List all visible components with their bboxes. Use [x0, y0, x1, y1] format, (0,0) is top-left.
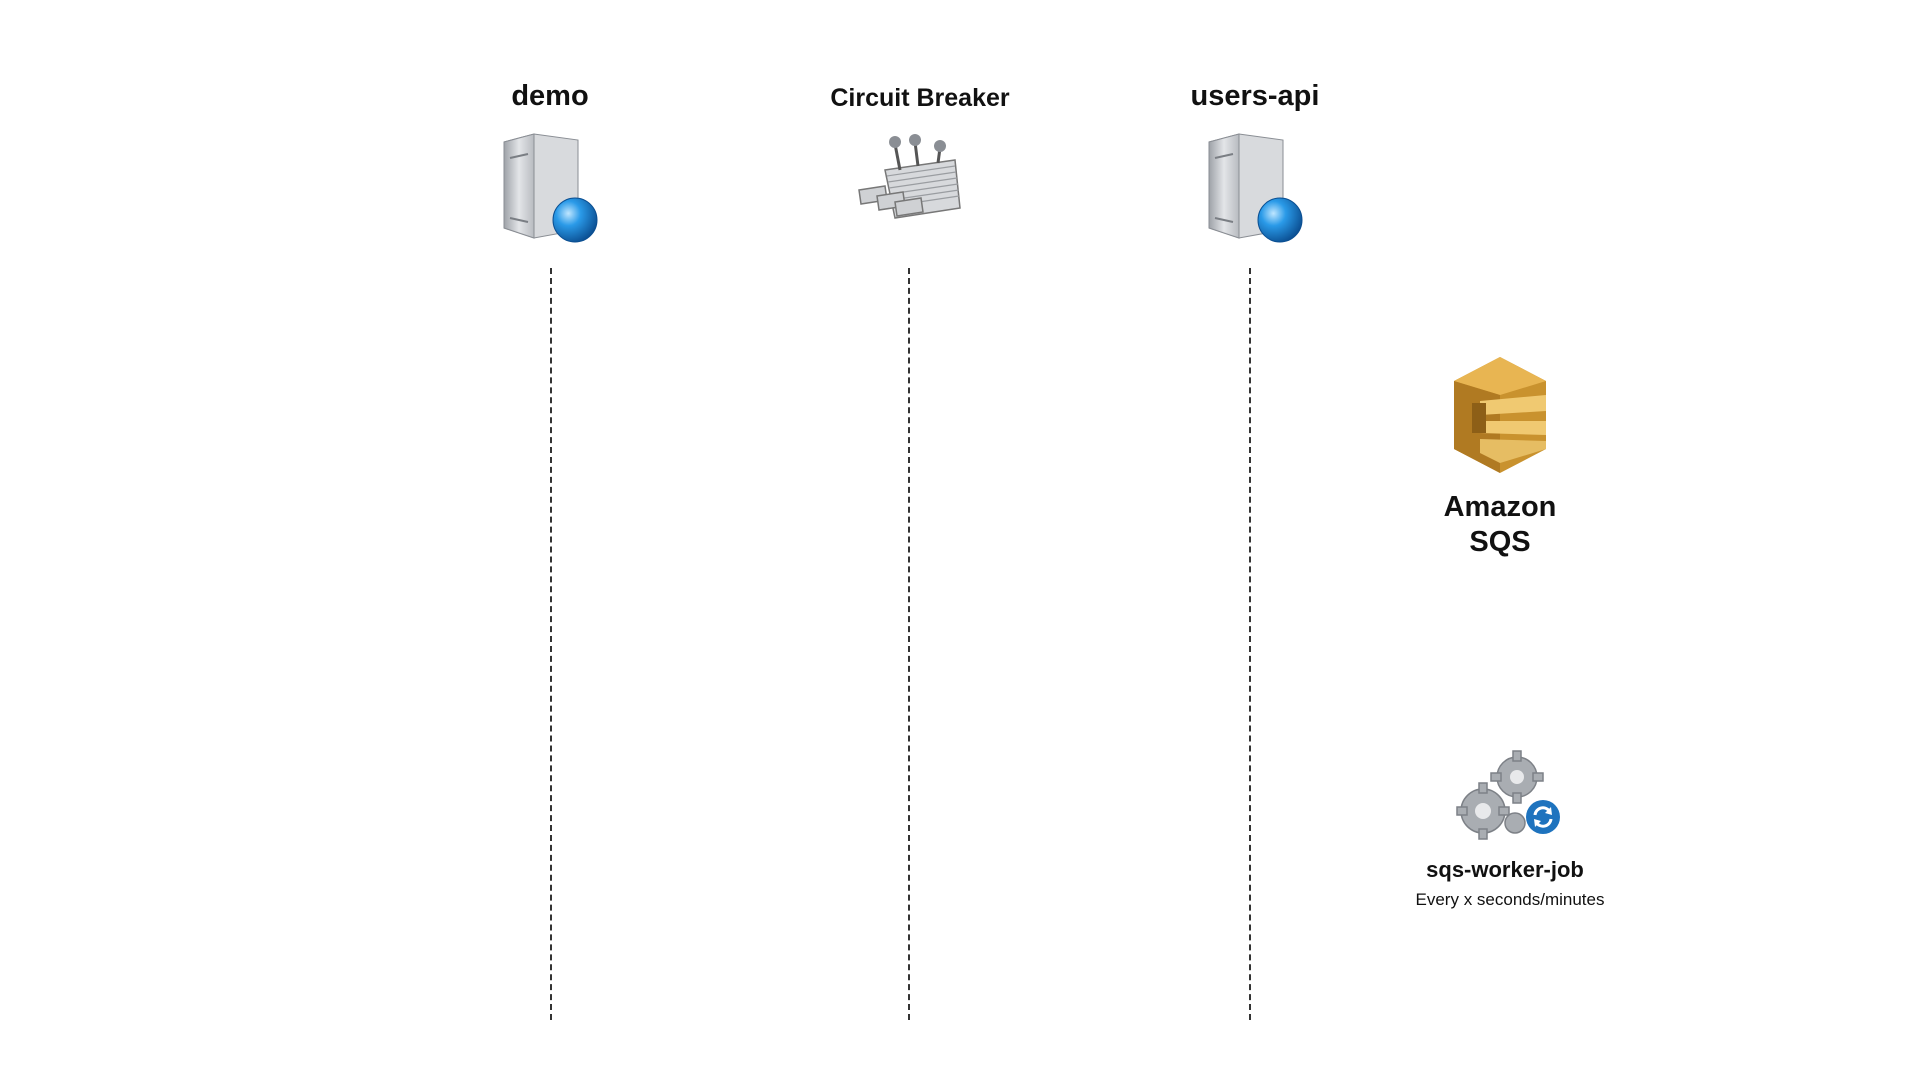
lifeline-circuit-breaker	[908, 268, 910, 1020]
circuit-breaker-switch-icon	[858, 134, 961, 219]
amazon-sqs-icon	[1454, 357, 1546, 473]
participant-label-circuit-breaker: Circuit Breaker	[830, 84, 1010, 112]
scheduled-gears-icon	[1456, 750, 1560, 840]
participant-label-users-api: users-api	[1190, 80, 1320, 112]
participant-label-demo: demo	[511, 80, 589, 112]
lifeline-demo	[550, 268, 552, 1020]
worker-schedule-text: Every x seconds/minutes	[1415, 890, 1605, 909]
sqs-label-line1: Amazon	[1443, 491, 1557, 523]
lifeline-users-api	[1249, 268, 1251, 1020]
sqs-label-line2: SQS	[1469, 526, 1531, 558]
sqs-label: Amazon SQS	[1420, 490, 1580, 560]
worker-label: sqs-worker-job	[1426, 857, 1584, 882]
web-server-icon	[1208, 133, 1303, 243]
web-server-icon	[503, 133, 598, 243]
